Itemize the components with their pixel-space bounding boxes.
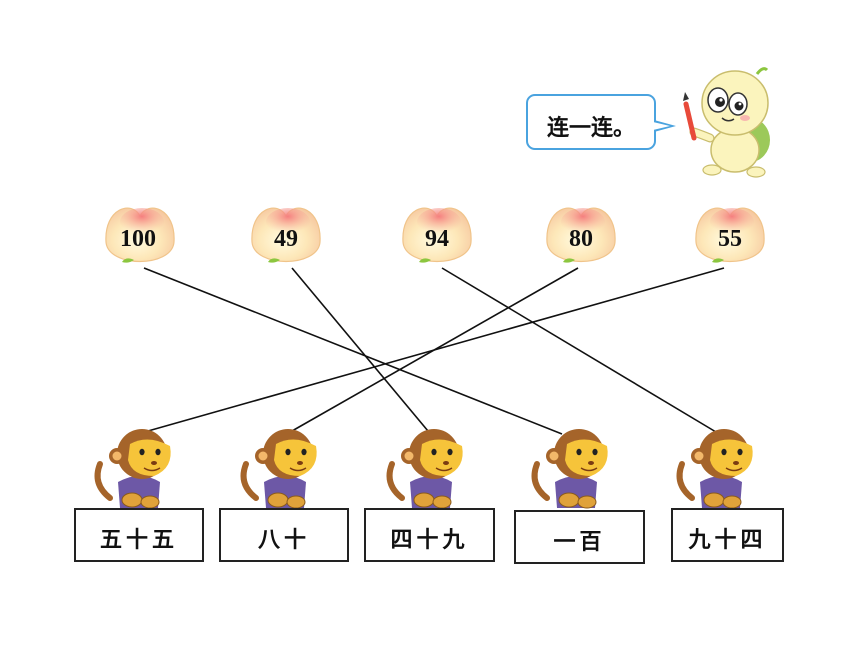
connection-line xyxy=(147,267,725,432)
peach-icon[interactable] xyxy=(546,207,616,263)
word-box-55[interactable]: 五十五 xyxy=(74,508,204,562)
word-box-94[interactable]: 九十四 xyxy=(671,508,784,562)
monkey-icon xyxy=(240,429,317,509)
word-label: 九十四 xyxy=(688,528,767,553)
monkey-row xyxy=(94,429,753,509)
connection-line xyxy=(143,267,563,435)
peach-number-55: 55 xyxy=(718,226,742,252)
peach-row xyxy=(105,207,765,263)
speech-bubble-tail-fill xyxy=(653,122,670,130)
word-label: 八十 xyxy=(257,528,310,553)
connection-lines xyxy=(143,267,725,435)
word-box-49[interactable]: 四十九 xyxy=(364,508,495,562)
peach-icon[interactable] xyxy=(251,207,321,263)
word-label: 一百 xyxy=(553,530,606,555)
word-label: 四十九 xyxy=(390,528,469,553)
word-box-80[interactable]: 八十 xyxy=(219,508,349,562)
peach-icon[interactable] xyxy=(695,207,765,263)
monkey-icon xyxy=(676,429,753,509)
word-label: 五十五 xyxy=(99,528,178,553)
peach-number-100: 100 xyxy=(120,226,156,252)
connection-line xyxy=(441,267,717,433)
peach-number-49: 49 xyxy=(274,226,298,252)
word-box-100[interactable]: 一百 xyxy=(514,510,645,564)
connection-line xyxy=(291,267,429,432)
turtle-mascot-icon xyxy=(689,67,770,178)
pencil-icon xyxy=(683,92,697,141)
monkey-icon xyxy=(531,429,608,509)
monkey-icon xyxy=(94,429,171,509)
peach-number-80: 80 xyxy=(569,226,593,252)
peach-icon[interactable] xyxy=(402,207,472,263)
speech-bubble: 连一连。 xyxy=(526,94,656,150)
peach-icon[interactable] xyxy=(105,207,175,263)
peach-number-94: 94 xyxy=(425,226,449,252)
monkey-icon xyxy=(386,429,463,509)
instruction-text: 连一连。 xyxy=(546,116,635,141)
